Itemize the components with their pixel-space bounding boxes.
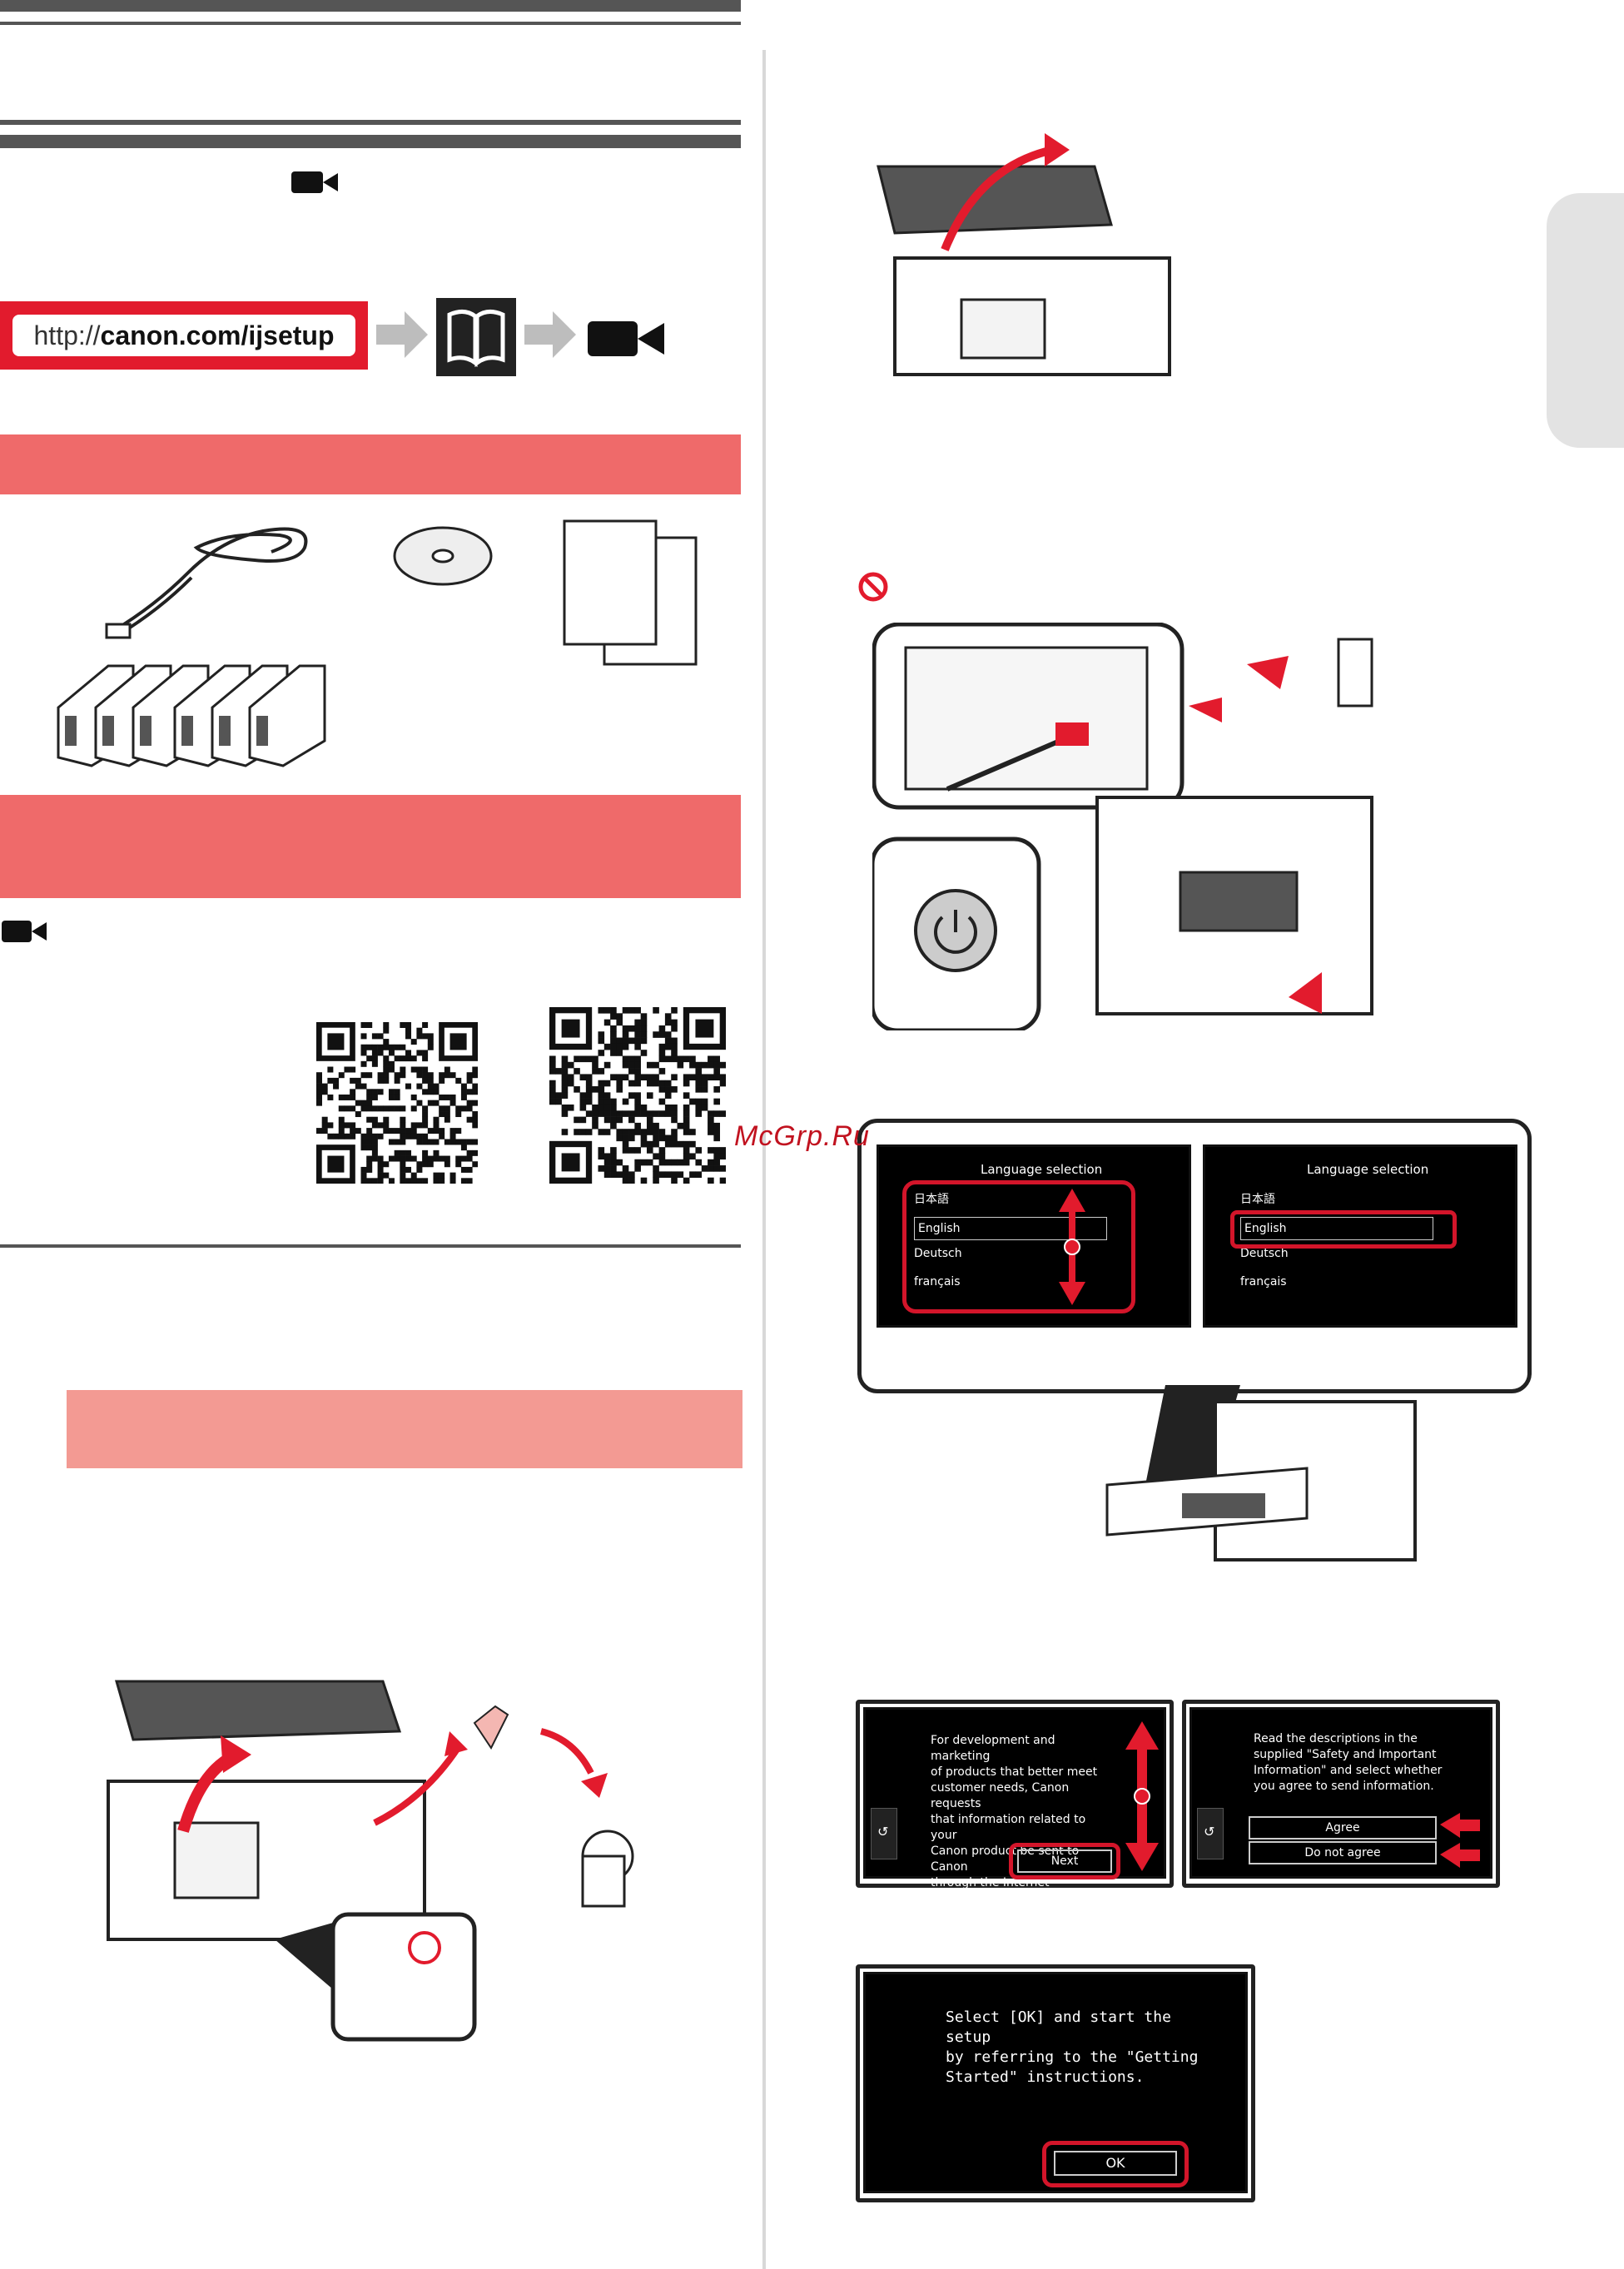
column-divider [762, 50, 766, 2269]
top-rule [0, 0, 741, 12]
scroll-arrows-icon-2 [1125, 1721, 1159, 1871]
language-selection-panel: Language selection 日本語 English Deutsch f… [857, 1119, 1532, 1393]
power-cord-illustration [105, 527, 308, 639]
ok-message: Select [OK] and start the setup by refer… [946, 2008, 1199, 2086]
next-highlight [1009, 1843, 1120, 1879]
language-side-tab [1547, 193, 1624, 448]
language-screen-select: Language selection 日本語 English Deutsch f… [1203, 1144, 1517, 1328]
agree-screen: ↺ Read the descriptions in the supplied … [1189, 1707, 1492, 1879]
prohibited-icon [858, 572, 888, 602]
language-title: Language selection [981, 1162, 1103, 1177]
video-camera-icon-large [588, 321, 664, 356]
agree-screen-frame: ↺ Read the descriptions in the supplied … [1182, 1700, 1500, 1888]
setup-url[interactable]: http://canon.com/ijsetup [12, 315, 355, 356]
back-icon-2: ↺ [1204, 1824, 1215, 1840]
section-header-bar-2 [0, 795, 741, 898]
agree-button[interactable]: Agree [1249, 1816, 1437, 1840]
url-main: canon.com/ijsetup [100, 320, 335, 350]
consent-screen: ↺ For development and marketing of produ… [863, 1707, 1166, 1889]
language-option-japanese-2[interactable]: 日本語 [1240, 1193, 1275, 1206]
ink-cartridges-illustration [57, 664, 326, 767]
language-option-deutsch-2[interactable]: Deutsch [1240, 1247, 1289, 1260]
language-option-english[interactable]: English [914, 1217, 1107, 1240]
language-option-francais-2[interactable]: français [1240, 1275, 1287, 1288]
qr-code-1[interactable] [316, 1022, 478, 1184]
ok-screen: Select [OK] and start the setup by refer… [863, 1972, 1248, 2193]
section-divider [0, 1244, 741, 1248]
printer-panel-illustration [1105, 1385, 1417, 1561]
ok-highlight [1042, 2141, 1189, 2187]
printer-open-cover-illustration [877, 133, 1171, 376]
manual-book-icon [436, 298, 516, 376]
consent-screen-frame: ↺ For development and marketing of produ… [856, 1700, 1174, 1889]
printer-remove-tape-illustration [107, 1680, 634, 2042]
consent-message: For development and marketing of product… [931, 1734, 1098, 1889]
language-option-japanese[interactable]: 日本語 [914, 1193, 949, 1206]
language-screen-scroll: Language selection 日本語 English Deutsch f… [877, 1144, 1191, 1328]
pointer-arrows-icon [1440, 1813, 1480, 1868]
language-title-2: Language selection [1307, 1162, 1429, 1177]
top-rule-thin [0, 22, 741, 25]
setup-url-box[interactable]: http://canon.com/ijsetup [0, 301, 368, 370]
agree-message: Read the descriptions in the supplied "S… [1254, 1732, 1443, 1793]
do-not-agree-button[interactable]: Do not agree [1249, 1841, 1437, 1864]
power-connect-illustration [872, 623, 1373, 1030]
section-rule-thick [0, 135, 741, 148]
back-button-2[interactable]: ↺ [1197, 1808, 1224, 1859]
watermark: McGrp.Ru [734, 1120, 870, 1152]
arrow-right-icon [376, 311, 428, 358]
step-header-bar [67, 1390, 742, 1468]
ok-screen-frame: Select [OK] and start the setup by refer… [856, 1964, 1255, 2202]
video-camera-icon [291, 171, 338, 193]
setup-cd-illustration [393, 526, 493, 586]
arrow-right-icon-2 [524, 311, 576, 358]
section-header-bar-1 [0, 434, 741, 494]
ok-button[interactable]: OK [1054, 2151, 1177, 2176]
qr-code-2[interactable] [549, 1007, 726, 1184]
language-option-deutsch[interactable]: Deutsch [914, 1247, 962, 1260]
url-prefix: http:// [33, 320, 101, 350]
english-highlight [1230, 1210, 1457, 1249]
back-button[interactable]: ↺ [871, 1808, 897, 1859]
documents-illustration [563, 519, 698, 666]
scroll-arrows-icon [1059, 1189, 1085, 1305]
video-camera-icon-small [2, 921, 47, 942]
language-option-english-2[interactable]: English [1240, 1217, 1433, 1240]
language-option-francais[interactable]: français [914, 1275, 961, 1288]
back-icon: ↺ [877, 1824, 889, 1840]
section-rule-thin [0, 120, 741, 125]
scroll-highlight [902, 1180, 1135, 1313]
next-button[interactable]: Next [1017, 1849, 1112, 1873]
